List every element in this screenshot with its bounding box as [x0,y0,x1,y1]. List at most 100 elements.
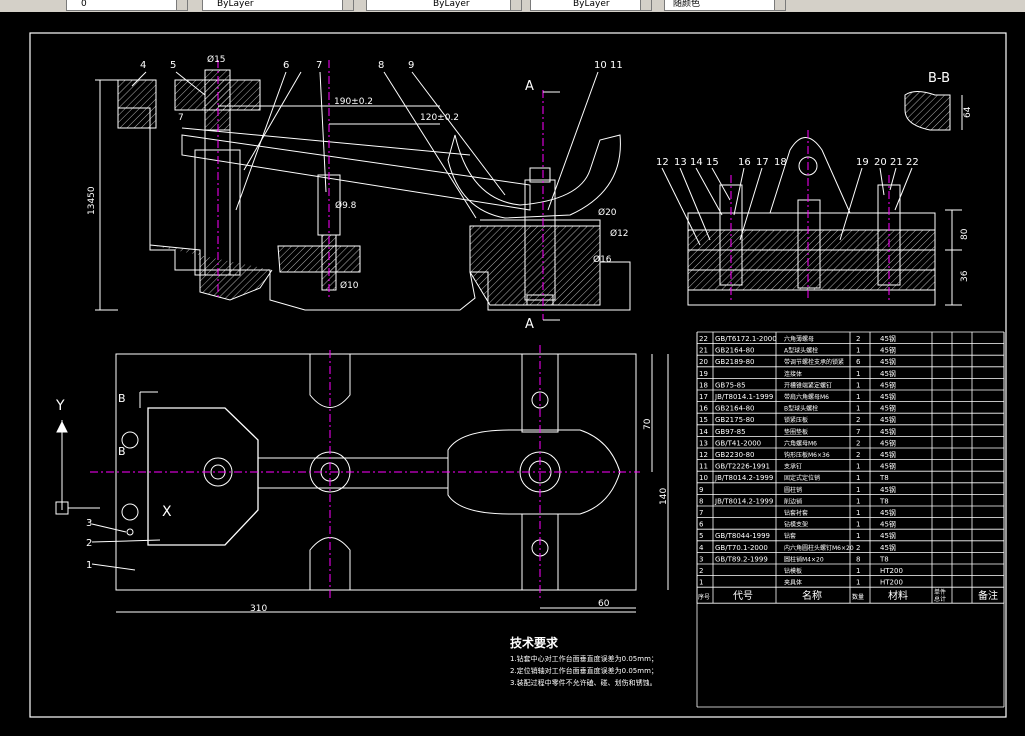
tech-req-title: 技术要求 [510,635,559,650]
dim-36: 36 [960,270,970,282]
section-marker-bottom: A [525,317,534,332]
bom-row-name: 开槽锥端紧定螺钉 [784,381,832,389]
bom-row-name: 圆柱销 [784,486,802,494]
bom-row-code: JB/T8014.2-1999 [714,474,773,482]
balloon-10: 10 [594,60,607,71]
cad-drawing[interactable]: 4 5 6 7 8 9 10 11 A A 190±0.2 120±0.2 13… [0,12,1025,736]
bom-row-code: GB2164-80 [715,405,754,413]
dim-190: 190±0.2 [334,97,373,107]
color-dropdown[interactable]: ByLayer [202,0,354,11]
bom-row-material: 45钢 [880,485,896,494]
bom-row-code: GB/T8044-1999 [715,532,770,540]
bom-row-material: 45钢 [880,450,896,459]
bom-row-qty: 2 [856,335,860,343]
bom-row-no: 2 [699,567,703,575]
dim-120: 120±0.2 [420,113,459,123]
linetype-dropdown[interactable]: ByLayer [366,0,522,11]
tech-req-line-3: 3.装配过程中零件不允许磕、碰、划伤和锈蚀。 [510,678,657,687]
balloon-4: 4 [140,60,146,71]
bom-row-qty: 1 [856,497,860,505]
bom-row-qty: 1 [856,381,860,389]
chevron-down-icon[interactable] [774,0,785,10]
bom-row-name: 钻模支架 [784,521,808,529]
bom-row-name: 夹具体 [784,579,802,587]
balloon-22: 22 [906,157,919,168]
bom-row-material: T8 [879,555,889,563]
bom-row-name: 钻套 [784,532,796,540]
balloon-12: 12 [656,157,669,168]
bom-row-name: 削边销 [784,497,802,505]
bom-row-qty: 1 [856,347,860,355]
bom-header-unit: 单件 [934,588,946,596]
layer-dropdown[interactable]: 0 [66,0,188,11]
bom-row-material: 45钢 [880,462,896,471]
axis-y-label: Y [55,398,65,414]
bom-row-material: 45钢 [880,346,896,355]
tech-requirements: 技术要求 1.钻套中心对工作台面垂直度误差为0.05mm； 2.定位销轴对工作台… [510,635,658,687]
bom-row-code: GB97-85 [715,428,746,436]
sheet-border [29,32,1007,718]
bom-row-no: 9 [699,486,703,494]
linetype-dropdown-value: ByLayer [433,0,470,9]
bom-row-name: B型球头螺栓 [784,405,818,413]
bom-row-no: 16 [699,405,708,413]
bom-header-remark: 备注 [978,589,998,602]
fit-16: Ø16 [593,254,612,265]
bom-row-no: 14 [699,428,708,436]
bom-row-name: 连接体 [784,370,802,378]
dim-13450: 13450 [87,186,97,215]
bom-row-name: 六角薄螺母 [784,335,814,343]
fit-12: Ø12 [610,228,629,239]
balloon-3: 3 [86,518,92,529]
bom-row-code: GB/T41-2000 [715,439,761,447]
chevron-down-icon[interactable] [342,0,353,10]
bom-row-code: GB2189-80 [715,358,754,366]
chevron-down-icon[interactable] [510,0,521,10]
lineweight-dropdown[interactable]: ByLayer [530,0,652,11]
bom-row-qty: 7 [856,428,860,436]
chevron-down-icon[interactable] [176,0,187,10]
bom-row-no: 5 [699,532,703,540]
fit-20: Ø20 [598,207,617,218]
bom-row-code: JB/T8014.2-1999 [714,497,773,505]
bom-row-material: 45钢 [880,520,896,529]
bom-row-no: 12 [699,451,708,459]
bom-row-name: 支承钉 [784,463,802,471]
bom-row-material: 45钢 [880,404,896,413]
bom-row-material: T8 [879,474,889,482]
bom-row-no: 8 [699,497,703,505]
side-view [661,91,963,306]
bom-row-material: 45钢 [880,369,896,378]
chevron-down-icon[interactable] [640,0,651,10]
bom-row-material: 45钢 [880,415,896,424]
bom-row-material: 45钢 [880,531,896,540]
bom-row-qty: 1 [856,532,860,540]
balloon-6: 6 [283,60,289,71]
bom-row-material: 45钢 [880,438,896,447]
tech-req-line-2: 2.定位销轴对工作台面垂直度误差为0.05mm； [510,666,658,675]
bom-row-no: 19 [699,370,708,378]
fit-9-8: Ø9.8 [335,200,357,211]
bom-row-material: HT200 [880,579,903,587]
bom-row-name: 内六角圆柱头螺钉M6×20 [784,544,854,552]
bom-row-no: 13 [699,439,708,447]
bom-row-qty: 1 [856,509,860,517]
lineweight-dropdown-value: ByLayer [573,0,610,9]
bom-row-qty: 1 [856,393,860,401]
bom-row-qty: 6 [856,358,861,366]
bom-row-no: 22 [699,335,708,343]
bom-row-qty: 2 [856,544,860,552]
bom-row-no: 7 [699,509,703,517]
bom-row-no: 11 [699,463,708,471]
bom-row-code: GB2175-80 [715,416,754,424]
bom-row-no: 15 [699,416,708,424]
bom-row-no: 10 [699,474,708,482]
bom-header-code: 代号 [733,590,753,602]
bom-row-no: 1 [699,579,703,587]
drawing-canvas[interactable]: 4 5 6 7 8 9 10 11 A A 190±0.2 120±0.2 13… [0,12,1025,736]
plotstyle-dropdown[interactable]: 随颜色 [664,0,786,11]
bom-row-no: 21 [699,347,708,355]
bom-row-name: 锁紧压板 [784,416,808,424]
dim-140: 140 [659,488,669,505]
